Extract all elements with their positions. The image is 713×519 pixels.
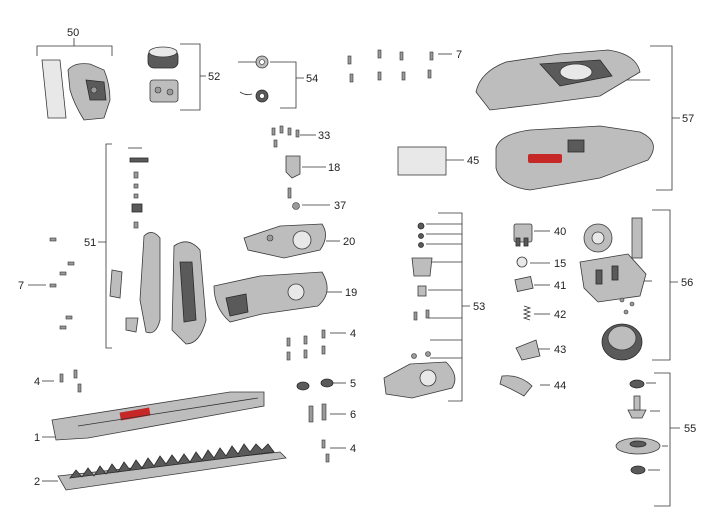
part-7-top xyxy=(347,49,452,83)
label-52: 52 xyxy=(208,71,220,83)
part-52 xyxy=(147,43,206,111)
label-4-low: 4 xyxy=(350,443,356,455)
label-7-left: 7 xyxy=(18,280,24,292)
label-43: 43 xyxy=(554,344,566,356)
label-7-top: 7 xyxy=(456,49,462,61)
part-54 xyxy=(238,55,304,109)
label-55: 55 xyxy=(684,423,696,435)
label-6: 6 xyxy=(350,409,356,421)
label-2: 2 xyxy=(34,476,40,488)
part-19 xyxy=(213,271,342,323)
part-5 xyxy=(296,378,346,391)
label-4-left: 4 xyxy=(34,376,40,388)
part-44 xyxy=(499,375,550,397)
label-50: 50 xyxy=(67,27,79,39)
label-54: 54 xyxy=(306,73,318,85)
label-57: 57 xyxy=(682,113,694,125)
label-51: 51 xyxy=(84,237,96,249)
part-56 xyxy=(579,209,678,361)
label-37: 37 xyxy=(334,200,346,212)
part-20 xyxy=(243,223,340,259)
part-4-low xyxy=(321,439,346,463)
part-57 xyxy=(475,45,680,191)
part-45 xyxy=(397,146,464,176)
label-42: 42 xyxy=(554,309,566,321)
label-20: 20 xyxy=(343,236,355,248)
label-53: 53 xyxy=(473,301,485,313)
label-33: 33 xyxy=(318,130,330,142)
callout-labels: 50 52 54 7 57 33 18 45 37 51 20 40 15 56… xyxy=(18,27,696,488)
label-56: 56 xyxy=(681,277,693,289)
part-51 xyxy=(98,143,207,349)
part-41 xyxy=(514,275,550,293)
part-2 xyxy=(42,443,287,491)
label-41: 41 xyxy=(554,280,566,292)
part-40 xyxy=(513,223,550,247)
label-19: 19 xyxy=(345,287,357,299)
part-4-left xyxy=(42,369,82,393)
label-5: 5 xyxy=(350,378,356,390)
part-7-left xyxy=(28,237,75,330)
part-18 xyxy=(285,155,326,179)
part-33 xyxy=(271,125,316,148)
part-50 xyxy=(36,38,113,121)
label-45: 45 xyxy=(467,155,479,167)
part-55 xyxy=(615,372,680,507)
label-40: 40 xyxy=(554,226,566,238)
label-44: 44 xyxy=(554,380,566,392)
part-15 xyxy=(516,256,550,268)
part-42 xyxy=(522,305,550,321)
label-1: 1 xyxy=(34,432,40,444)
part-4-mid xyxy=(286,329,346,361)
label-18: 18 xyxy=(328,162,340,174)
part-6 xyxy=(308,403,346,423)
part-1 xyxy=(42,391,265,441)
part-43 xyxy=(515,339,550,361)
part-37 xyxy=(287,187,330,210)
label-15: 15 xyxy=(554,258,566,270)
label-4-mid: 4 xyxy=(350,328,356,340)
part-53 xyxy=(383,212,470,402)
